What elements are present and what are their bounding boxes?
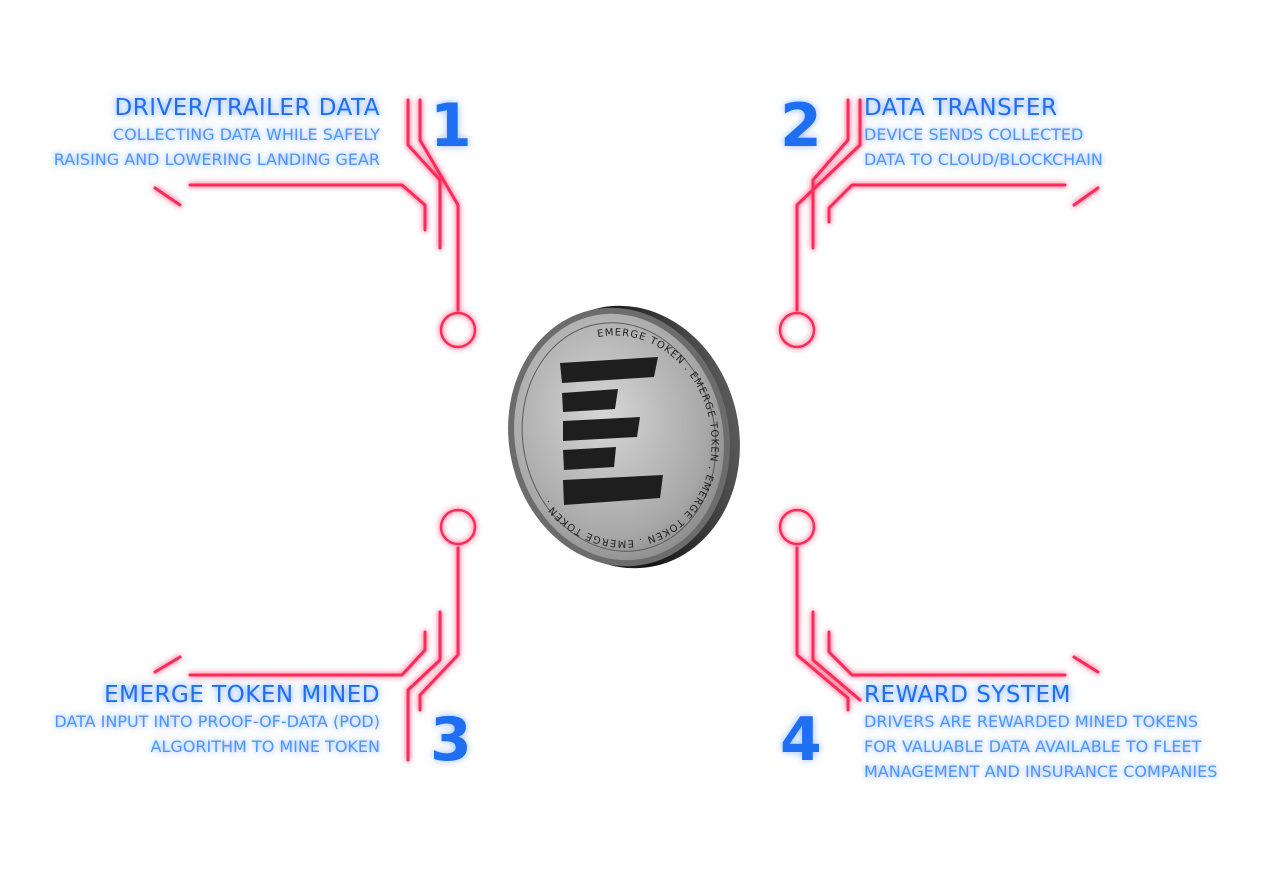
circuit-2: [778, 98, 1100, 349]
step-2-description: DEVICE SENDS COLLECTED DATA TO CLOUD/BLO…: [864, 122, 1280, 172]
node-circle-1: [439, 311, 477, 349]
node-circle-4: [778, 508, 816, 546]
step-2-number: 2: [780, 91, 822, 161]
step-1-desc-line: COLLECTING DATA WHILE SAFELY: [112, 125, 380, 144]
step-4-desc-line: MANAGEMENT AND INSURANCE COMPANIES: [864, 762, 1218, 781]
step-4-number: 4: [780, 705, 822, 775]
circuit-1: [153, 98, 477, 349]
emerge-logo-icon: [560, 357, 663, 505]
step-4-desc-line: FOR VALUABLE DATA AVAILABLE TO FLEET: [864, 737, 1202, 756]
step-3-desc-line: DATA INPUT INTO PROOF-OF-DATA (POD): [54, 712, 380, 731]
step-1-description: COLLECTING DATA WHILE SAFELY RAISING AND…: [0, 122, 380, 172]
step-3-description: DATA INPUT INTO PROOF-OF-DATA (POD) ALGO…: [0, 709, 380, 759]
step-4-desc-line: DRIVERS ARE REWARDED MINED TOKENS: [864, 712, 1198, 731]
step-2-desc-line: DATA TO CLOUD/BLOCKCHAIN: [864, 150, 1103, 169]
step-1-text: DRIVER/TRAILER DATA COLLECTING DATA WHIL…: [0, 95, 380, 172]
step-1-desc-line: RAISING AND LOWERING LANDING GEAR: [53, 150, 380, 169]
node-circle-3: [439, 508, 477, 546]
node-circle-2: [778, 311, 816, 349]
step-1-title: DRIVER/TRAILER DATA: [114, 95, 380, 121]
coin-graphic: EMERGE TOKEN . EMERGE TOKEN . EMERGE TOK…: [508, 305, 740, 569]
emerge-token-coin: EMERGE TOKEN . EMERGE TOKEN . EMERGE TOK…: [500, 295, 750, 580]
step-4-text: REWARD SYSTEM DRIVERS ARE REWARDED MINED…: [864, 682, 1280, 784]
step-2-desc-line: DEVICE SENDS COLLECTED: [864, 125, 1084, 144]
step-2-text: DATA TRANSFER DEVICE SENDS COLLECTED DAT…: [864, 95, 1280, 172]
circuit-3: [153, 508, 477, 762]
step-4-title: REWARD SYSTEM: [864, 682, 1071, 708]
step-3-text: EMERGE TOKEN MINED DATA INPUT INTO PROOF…: [0, 682, 380, 759]
step-4-description: DRIVERS ARE REWARDED MINED TOKENS FOR VA…: [864, 709, 1280, 784]
circuit-4: [778, 508, 1100, 712]
step-1-number: 1: [430, 91, 472, 161]
step-3-number: 3: [430, 705, 472, 775]
step-2-title: DATA TRANSFER: [864, 95, 1058, 121]
step-3-desc-line: ALGORITHM TO MINE TOKEN: [150, 737, 380, 756]
step-3-title: EMERGE TOKEN MINED: [104, 682, 380, 708]
